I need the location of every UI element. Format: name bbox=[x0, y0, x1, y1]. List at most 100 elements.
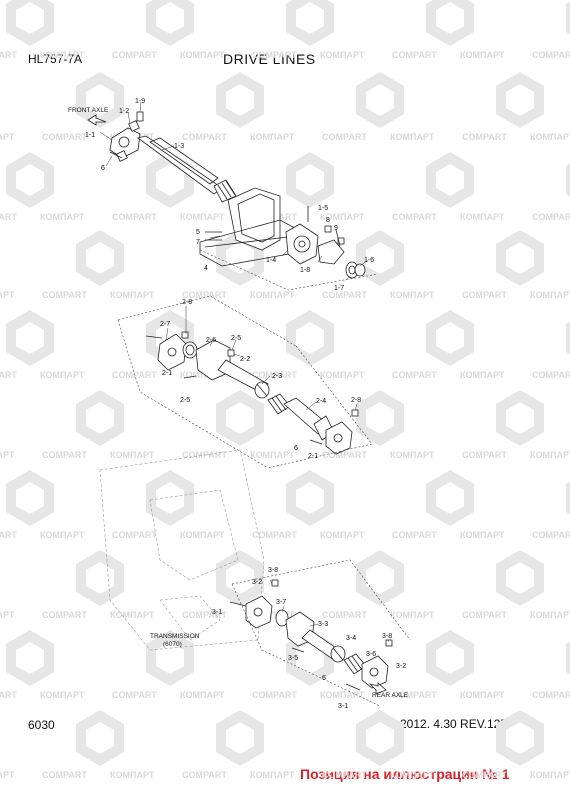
watermark-logo bbox=[286, 152, 334, 208]
watermark-logo bbox=[76, 710, 124, 766]
label-2-7: 2-7 bbox=[160, 321, 170, 328]
watermark-text: КОМПАРТ bbox=[250, 290, 295, 300]
label-5a: 5 bbox=[196, 229, 200, 236]
watermark-text: COMPART bbox=[322, 132, 367, 142]
watermark-text: КОМПАРТ bbox=[110, 290, 155, 300]
watermark-text: COMPART bbox=[462, 770, 507, 780]
watermark-logo bbox=[426, 630, 474, 686]
watermark-logo bbox=[216, 72, 264, 128]
watermark-logo bbox=[76, 230, 124, 286]
watermark-text: КОМПАРТ bbox=[460, 370, 505, 380]
transmission-outline bbox=[99, 449, 265, 651]
watermark-text: КОМПАРТ bbox=[530, 450, 570, 460]
label-3-7: 3-7 bbox=[276, 599, 286, 606]
watermark-logo bbox=[356, 550, 404, 606]
watermark-text: КОМПАРТ bbox=[460, 212, 505, 222]
watermark-text: КОМПАРТ bbox=[250, 610, 295, 620]
label-1-9: 1-9 bbox=[135, 98, 145, 105]
watermark-text: COMPART bbox=[42, 132, 87, 142]
watermark-text: КОМПАРТ bbox=[110, 770, 155, 780]
watermark-text: COMPART bbox=[532, 370, 570, 380]
label-8a: 8 bbox=[326, 217, 330, 224]
watermark-text: КОМПАРТ bbox=[460, 690, 505, 700]
label-2-2: 2-2 bbox=[240, 356, 250, 363]
watermark-logo bbox=[76, 390, 124, 446]
label-3-5: 3-5 bbox=[288, 655, 298, 662]
watermark-text: КОМПАРТ bbox=[0, 450, 15, 460]
watermark-text: COMPART bbox=[322, 610, 367, 620]
label-2-4: 2-4 bbox=[316, 398, 326, 405]
watermark-logo bbox=[566, 0, 570, 46]
watermark-text: КОМПАРТ bbox=[250, 450, 295, 460]
watermark-logo bbox=[216, 390, 264, 446]
label-6a: 6 bbox=[101, 165, 105, 172]
page-title: DRIVE LINES bbox=[223, 51, 316, 67]
label-3-2a: 3-2 bbox=[252, 579, 262, 586]
watermark-text: COMPART bbox=[322, 770, 367, 780]
watermark-logo bbox=[496, 550, 544, 606]
watermark-text: COMPART bbox=[0, 530, 17, 540]
watermark-text: COMPART bbox=[112, 690, 157, 700]
watermark-logo bbox=[286, 0, 334, 46]
watermark-text: КОМПАРТ bbox=[40, 530, 85, 540]
watermark-text: КОМПАРТ bbox=[0, 132, 15, 142]
watermark-logo bbox=[76, 550, 124, 606]
watermark-text: КОМПАРТ bbox=[0, 770, 15, 780]
watermark-text: КОМПАРТ bbox=[40, 50, 85, 60]
watermark-logo bbox=[496, 72, 544, 128]
watermark-text: COMPART bbox=[462, 132, 507, 142]
watermark-logo bbox=[566, 152, 570, 208]
watermark-text: COMPART bbox=[0, 212, 17, 222]
watermark-text: COMPART bbox=[532, 690, 570, 700]
label-2-1b: 2-1 bbox=[308, 453, 318, 460]
watermark-text: КОМПАРТ bbox=[320, 530, 365, 540]
group-1-outline bbox=[117, 249, 379, 347]
watermark-logo bbox=[426, 310, 474, 366]
watermark-logo bbox=[496, 710, 544, 766]
watermark-text: COMPART bbox=[462, 290, 507, 300]
transmission-label: TRANSMISSION bbox=[150, 633, 200, 640]
label-1-7: 1-7 bbox=[334, 285, 344, 292]
watermark-text: COMPART bbox=[532, 50, 570, 60]
watermark-text: КОМПАРТ bbox=[530, 610, 570, 620]
revision-date: 2012. 4.30 REV.12D bbox=[400, 717, 509, 731]
watermark-logo bbox=[286, 470, 334, 526]
watermark-text: КОМПАРТ bbox=[180, 690, 225, 700]
watermark-text: COMPART bbox=[0, 370, 17, 380]
watermark-logo bbox=[6, 630, 54, 686]
label-6b: 6 bbox=[294, 445, 298, 452]
group-3-outline bbox=[231, 559, 411, 707]
watermark-logo bbox=[356, 390, 404, 446]
model-label: HL757-7A bbox=[28, 52, 83, 66]
group-1-front-shaft bbox=[87, 111, 366, 279]
leader-lines bbox=[99, 101, 390, 643]
watermark-text: КОМПАРТ bbox=[390, 610, 435, 620]
watermark-text: КОМПАРТ bbox=[0, 610, 15, 620]
callouts: FRONT AXLE REAR AXLE TRANSMISSION (6070) bbox=[68, 107, 409, 699]
watermark-text: COMPART bbox=[0, 50, 17, 60]
group-3-rear-shaft bbox=[229, 579, 393, 695]
watermark-text: КОМПАРТ bbox=[250, 770, 295, 780]
label-3-4: 3-4 bbox=[346, 635, 356, 642]
group-2-center-shaft bbox=[145, 331, 359, 455]
transmission-model-label: (6070) bbox=[163, 641, 182, 648]
watermark-text: COMPART bbox=[462, 450, 507, 460]
watermark-text: COMPART bbox=[182, 132, 227, 142]
watermark-text: КОМПАРТ bbox=[530, 132, 570, 142]
watermark-text: КОМПАРТ bbox=[390, 450, 435, 460]
watermark-text: COMPART bbox=[182, 770, 227, 780]
watermark-text: КОМПАРТ bbox=[530, 770, 570, 780]
label-1-8: 1-8 bbox=[300, 267, 310, 274]
watermark-text: КОМПАРТ bbox=[390, 290, 435, 300]
watermark-logo bbox=[496, 230, 544, 286]
group-2-outline bbox=[117, 319, 373, 469]
watermark-logo bbox=[426, 152, 474, 208]
watermark-text: COMPART bbox=[42, 450, 87, 460]
rear-axle-label: REAR AXLE bbox=[372, 692, 409, 699]
label-2-1a: 2-1 bbox=[162, 370, 172, 377]
watermark-logo bbox=[566, 630, 570, 686]
label-7a: 7 bbox=[196, 239, 200, 246]
watermark-text: COMPART bbox=[42, 290, 87, 300]
watermark-logo bbox=[426, 0, 474, 46]
